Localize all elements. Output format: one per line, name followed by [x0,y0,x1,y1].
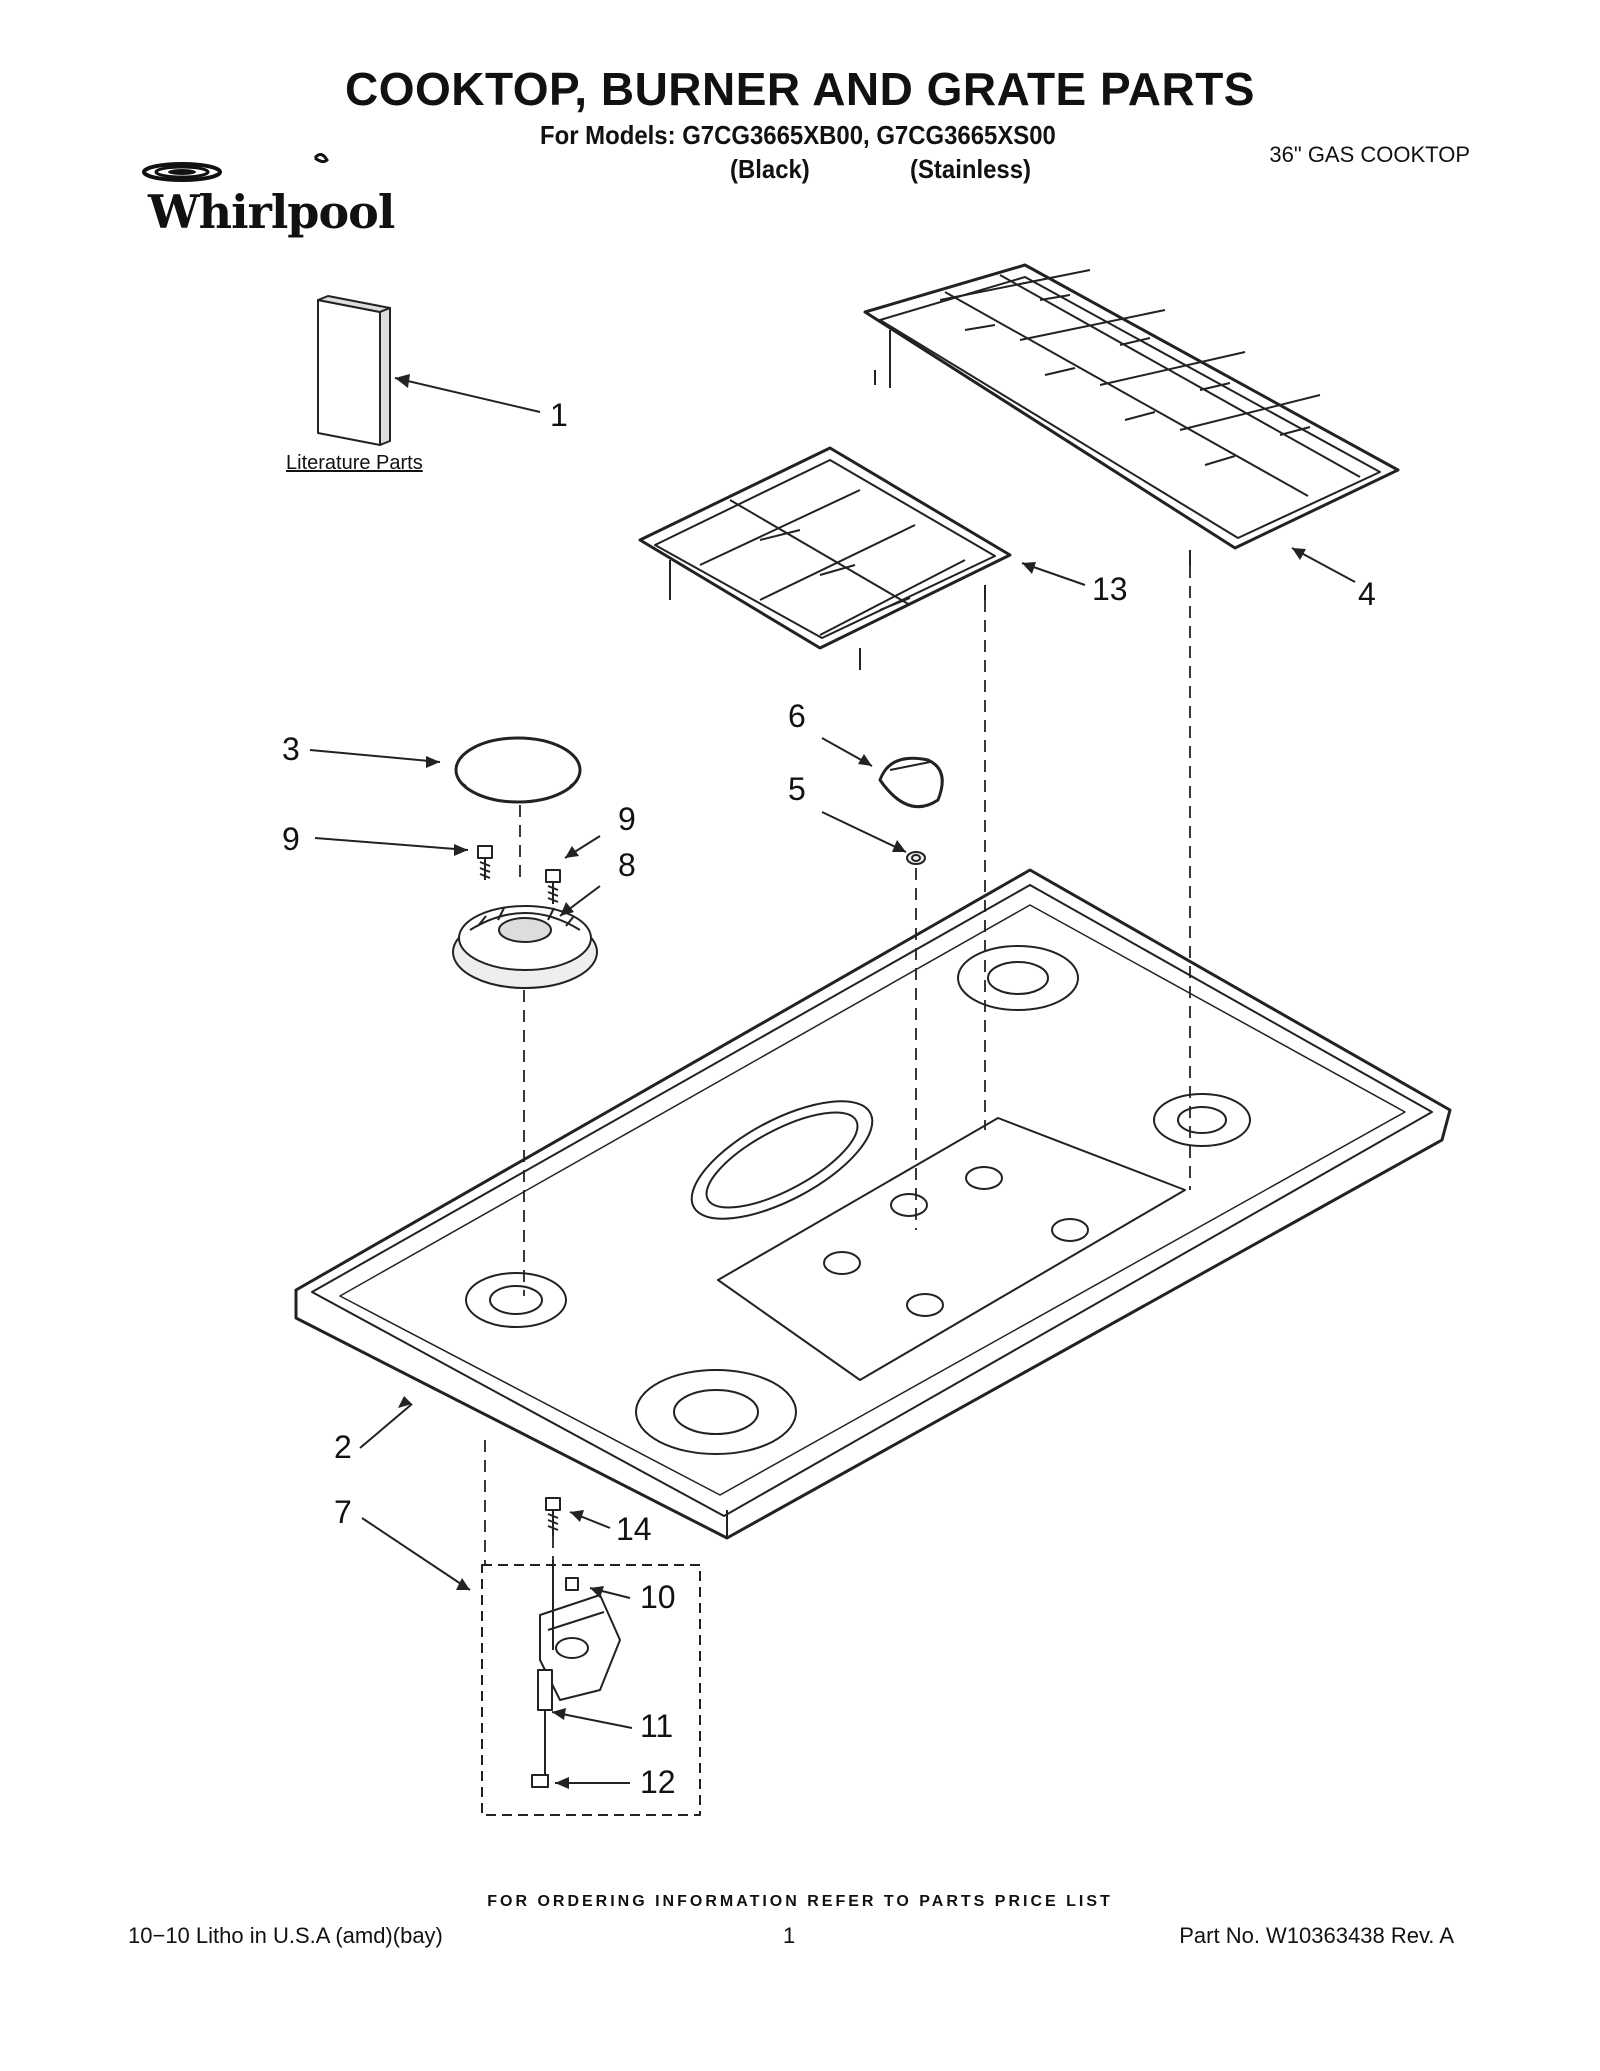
small-grate [638,446,1012,670]
callout-2: 2 [334,1429,352,1465]
whirlpool-logo [142,153,329,182]
callout-14: 14 [616,1511,652,1547]
callout-9-left: 9 [282,821,300,857]
callout-9-right: 9 [618,801,636,837]
callout-3: 3 [282,731,300,767]
control-knob [878,756,944,809]
page-title: COOKTOP, BURNER AND GRATE PARTS [344,63,1255,115]
valve-screw [545,1497,561,1536]
callout-1: 1 [550,397,568,433]
callout-13: 13 [1092,571,1128,607]
litho-info: 10−10 Litho in U.S.A (amd)(bay) [128,1923,443,1948]
models-line: For Models: G7CG3665XB00, G7CG3665XS00 [540,120,1056,150]
ordering-info: FOR ORDERING INFORMATION REFER TO PARTS … [487,1893,1113,1910]
page-number: 1 [783,1923,796,1948]
part-number: Part No. W10363438 Rev. A [1179,1923,1454,1948]
callout-10: 10 [640,1579,676,1615]
screw-left [477,845,493,880]
callout-4: 4 [1358,576,1376,612]
screw-right [545,869,561,904]
literature-booklet [317,295,391,446]
variant-stainless: (Stainless) [910,154,1031,184]
cooktop-main-top [294,868,1452,1540]
callout-7: 7 [334,1494,352,1530]
brand-wordmark: Whirlpool [148,185,395,239]
valve-assembly [481,1560,701,1816]
burner-cap [454,736,582,804]
product-type: 36" GAS COOKTOP [1269,142,1470,167]
knob-bezel [906,851,926,865]
callout-8: 8 [618,847,636,883]
callout-12: 12 [640,1764,676,1800]
variant-black: (Black) [730,154,810,184]
burner-base [452,905,598,989]
callout-6: 6 [788,698,806,734]
large-grate [863,263,1400,566]
callout-5: 5 [788,771,806,807]
literature-parts-label: Literature Parts [286,452,423,474]
callout-11: 11 [640,1708,673,1744]
